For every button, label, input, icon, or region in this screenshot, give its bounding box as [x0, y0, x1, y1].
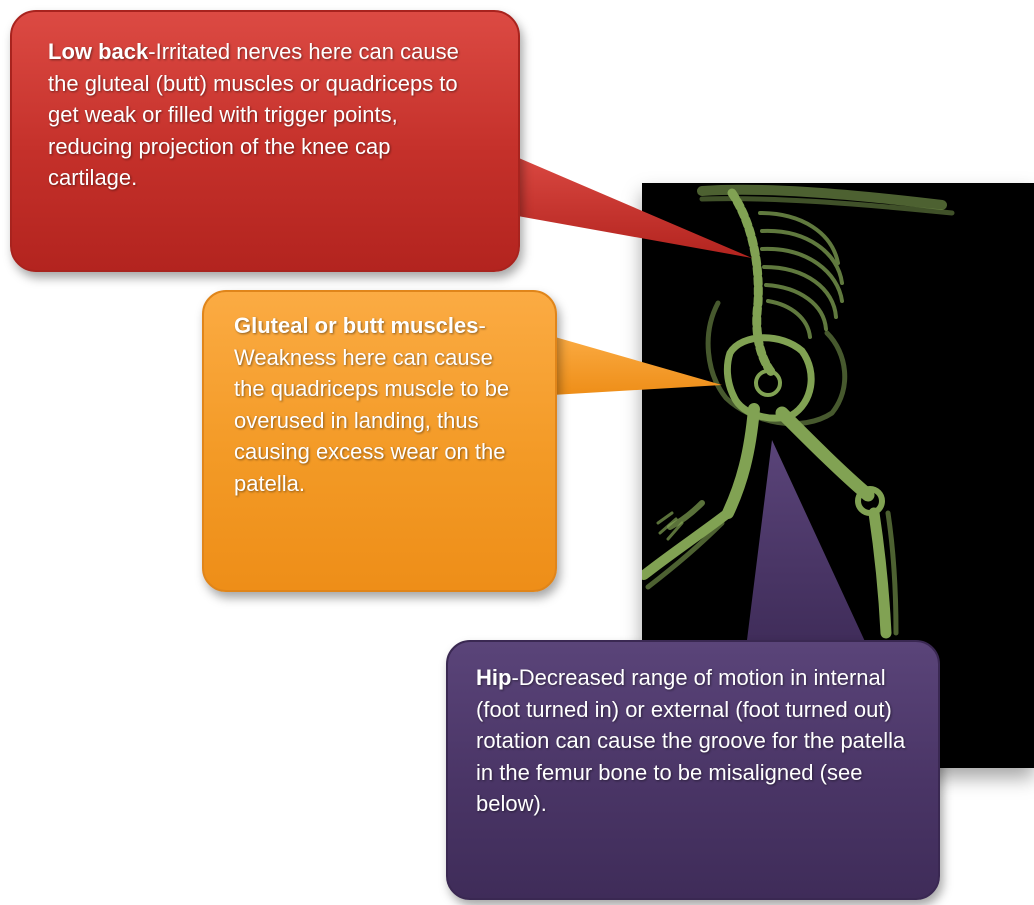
hip-callout: Hip-Decreased range of motion in interna…: [446, 640, 940, 900]
low-back-pointer: [500, 150, 752, 258]
gluteal-callout-text: - Weakness here can cause the quadriceps…: [234, 313, 509, 496]
gluteal-callout-title: Gluteal or butt muscles: [234, 313, 479, 338]
low-back-callout-title: Low back: [48, 39, 148, 64]
gluteal-callout: Gluteal or butt muscles- Weakness here c…: [202, 290, 557, 592]
hip-callout-text: -Decreased range of motion in internal (…: [476, 665, 905, 816]
low-back-callout: Low back-Irritated nerves here can cause…: [10, 10, 520, 272]
gluteal-pointer: [548, 335, 722, 395]
hip-pointer: [746, 440, 868, 648]
hip-callout-title: Hip: [476, 665, 511, 690]
